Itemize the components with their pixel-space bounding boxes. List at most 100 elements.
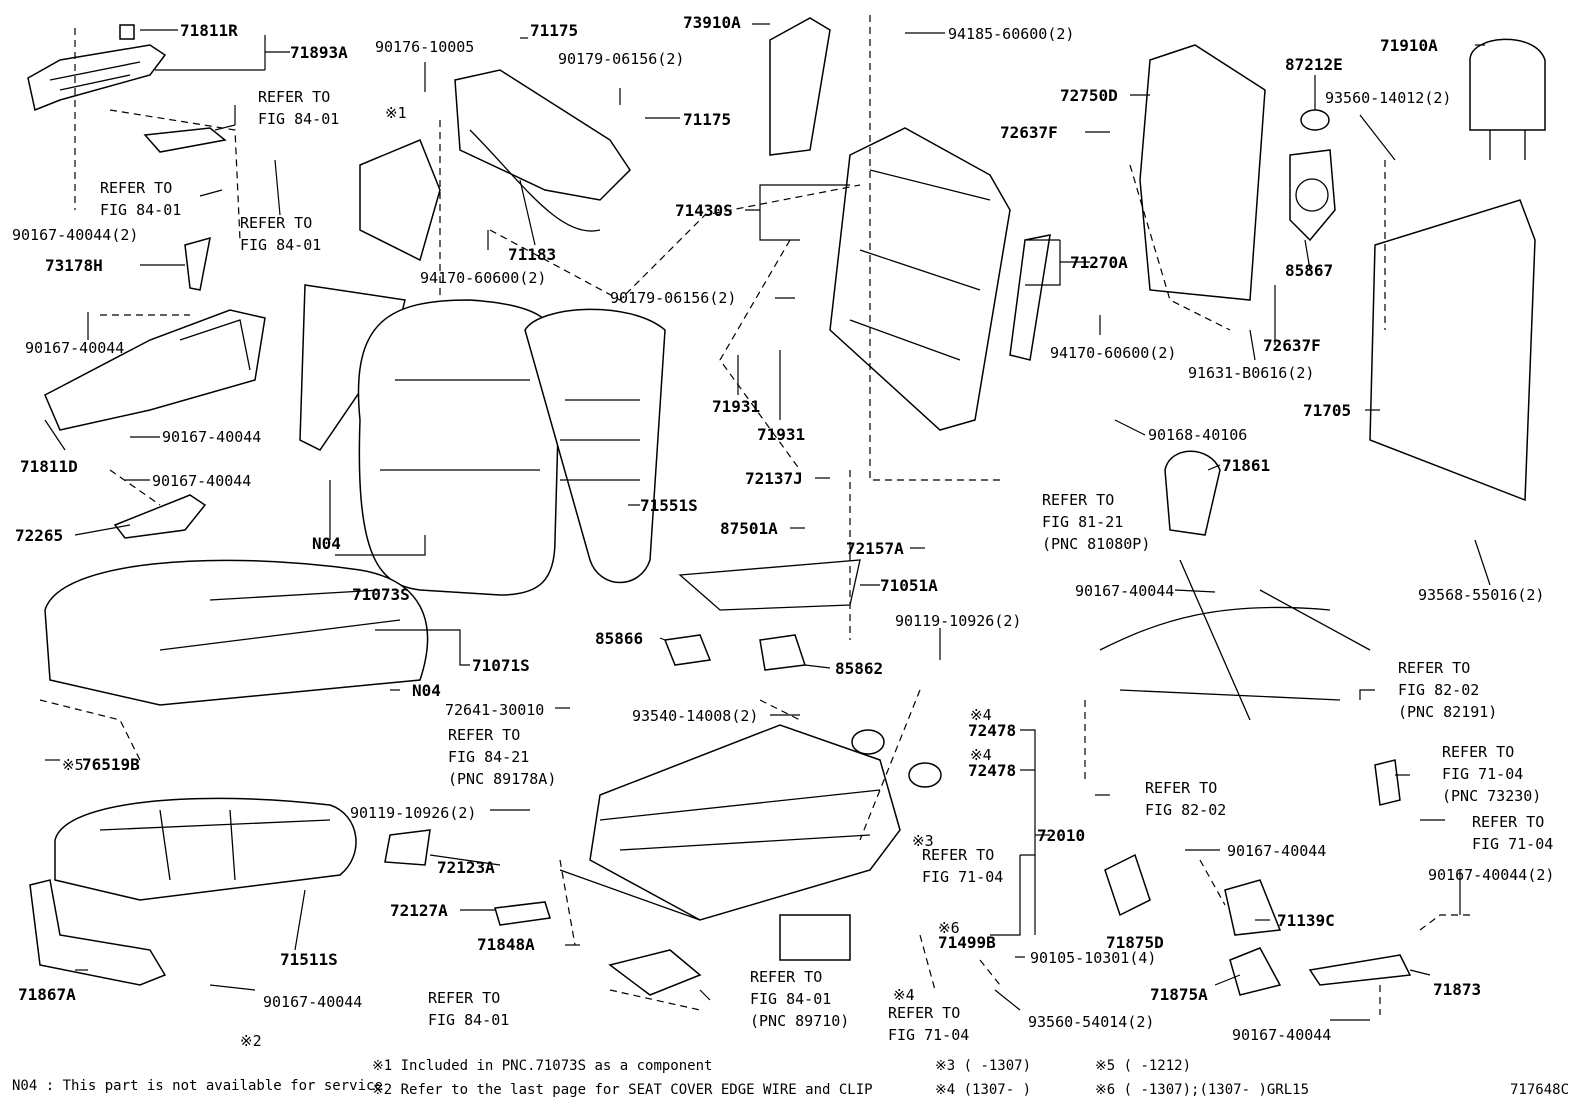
label-90119-10926-top: 90119-10926(2): [895, 612, 1021, 630]
label-90167-40044-d: 90167-40044: [1075, 582, 1174, 600]
footer-notes: N04 : This part is not available for ser…: [12, 1058, 1569, 1098]
label-90168-40106: 90168-40106: [1148, 426, 1247, 444]
label-90179-06156-mid: 90179-06156(2): [610, 289, 736, 307]
label-90167-40044-b: 90167-40044: [162, 428, 261, 446]
mark-2: ※2: [240, 1032, 262, 1050]
label-71893A: 71893A: [290, 43, 348, 62]
footer-note-4: ※4 (1307- ): [935, 1082, 1031, 1098]
label-73178H: 73178H: [45, 256, 103, 275]
label-71705: 71705: [1303, 401, 1351, 420]
mark-1: ※1: [385, 104, 407, 122]
label-71183: 71183: [508, 245, 556, 264]
label-90179-06156-top: 90179-06156(2): [558, 50, 684, 68]
label-90167-40044-g: 90167-40044: [1232, 1026, 1331, 1044]
label-90167-40044-a: 90167-40044: [25, 339, 124, 357]
label-93560-54014: 93560-54014(2): [1028, 1013, 1154, 1031]
label-71867A: 71867A: [18, 985, 76, 1004]
label-72265: 72265: [15, 526, 63, 545]
label-71875D: 71875D: [1106, 933, 1164, 952]
label-72127A: 72127A: [390, 901, 448, 920]
label-85867: 85867: [1285, 261, 1333, 280]
label-72137J: 72137J: [745, 469, 803, 488]
label-72123A: 72123A: [437, 858, 495, 877]
label-73910A: 73910A: [683, 13, 741, 32]
label-72157A: 72157A: [846, 539, 904, 558]
part-drawings: [27, 17, 1546, 996]
label-71910A: 71910A: [1380, 36, 1438, 55]
label-71551S: 71551S: [640, 496, 698, 515]
mark-6: ※6: [938, 919, 960, 937]
label-93540-14008: 93540-14008(2): [632, 707, 758, 725]
footer-note-6: ※6 ( -1307);(1307- )GRL15: [1095, 1082, 1309, 1098]
label-71139C: 71139C: [1277, 911, 1335, 930]
label-72637F-bottom: 72637F: [1263, 336, 1321, 355]
label-90176-10005: 90176-10005: [375, 38, 474, 56]
mark-4-c: ※4: [893, 986, 915, 1004]
figure-number: 717648C: [1510, 1082, 1569, 1098]
label-71511S: 71511S: [280, 950, 338, 969]
label-87501A: 87501A: [720, 519, 778, 538]
label-71071S: 71071S: [472, 656, 530, 675]
label-72750D: 72750D: [1060, 86, 1118, 105]
label-93560-14012: 93560-14012(2): [1325, 89, 1451, 107]
label-87212E: 87212E: [1285, 55, 1343, 74]
label-72478-b: 72478: [968, 761, 1016, 780]
label-71499B: 71499B: [938, 933, 996, 952]
label-76519B: 76519B: [82, 755, 140, 774]
label-90167-40044-c: 90167-40044: [152, 472, 251, 490]
footer-note-1: ※1 Included in PNC.71073S as a component: [372, 1058, 712, 1074]
label-71811D: 71811D: [20, 457, 78, 476]
label-72010: 72010: [1037, 826, 1085, 845]
label-71270A: 71270A: [1070, 253, 1128, 272]
mark-4-a: ※4: [970, 706, 992, 724]
footer-note-2: ※2 Refer to the last page for SEAT COVER…: [372, 1082, 873, 1098]
label-71811R: 71811R: [180, 21, 238, 40]
label-90105-10301: 90105-10301(4): [1030, 949, 1156, 967]
label-90167-40044-e: 90167-40044: [1227, 842, 1326, 860]
label-85866: 85866: [595, 629, 643, 648]
label-85862: 85862: [835, 659, 883, 678]
label-71873: 71873: [1433, 980, 1481, 999]
mark-3: ※3: [912, 832, 934, 850]
label-72641-30010: 72641-30010: [445, 701, 544, 719]
label-71430S: 71430S: [675, 201, 733, 220]
label-N04-bottom: N04: [412, 681, 441, 700]
footer-note-3: ※3 ( -1307): [935, 1058, 1031, 1074]
footer-n04-note: N04 : This part is not available for ser…: [12, 1078, 383, 1094]
label-90167-40044-2: 90167-40044(2): [12, 226, 138, 244]
label-90167-40044-2-right: 90167-40044(2): [1428, 866, 1554, 884]
label-71175-top: 71175: [530, 21, 578, 40]
mark-5: ※5: [62, 756, 84, 774]
label-72478-a: 72478: [968, 721, 1016, 740]
label-71073S: 71073S: [352, 585, 410, 604]
assembly-lines: [39, 15, 1470, 1015]
part-labels: 71811R 71893A 90176-10005 71175 73910A 9…: [12, 13, 1554, 1044]
label-94185-60600: 94185-60600(2): [948, 25, 1074, 43]
label-94170-60600-right: 94170-60600(2): [1050, 344, 1176, 362]
label-91631-B0616: 91631-B0616(2): [1188, 364, 1314, 382]
label-90167-40044-f: 90167-40044: [263, 993, 362, 1011]
label-71848A: 71848A: [477, 935, 535, 954]
label-90119-10926-bottom: 90119-10926(2): [350, 804, 476, 822]
label-71931-a: 71931: [712, 397, 760, 416]
label-71875A: 71875A: [1150, 985, 1208, 1004]
mark-4-b: ※4: [970, 746, 992, 764]
label-71175-mid: 71175: [683, 110, 731, 129]
label-71051A: 71051A: [880, 576, 938, 595]
label-71931-b: 71931: [757, 425, 805, 444]
